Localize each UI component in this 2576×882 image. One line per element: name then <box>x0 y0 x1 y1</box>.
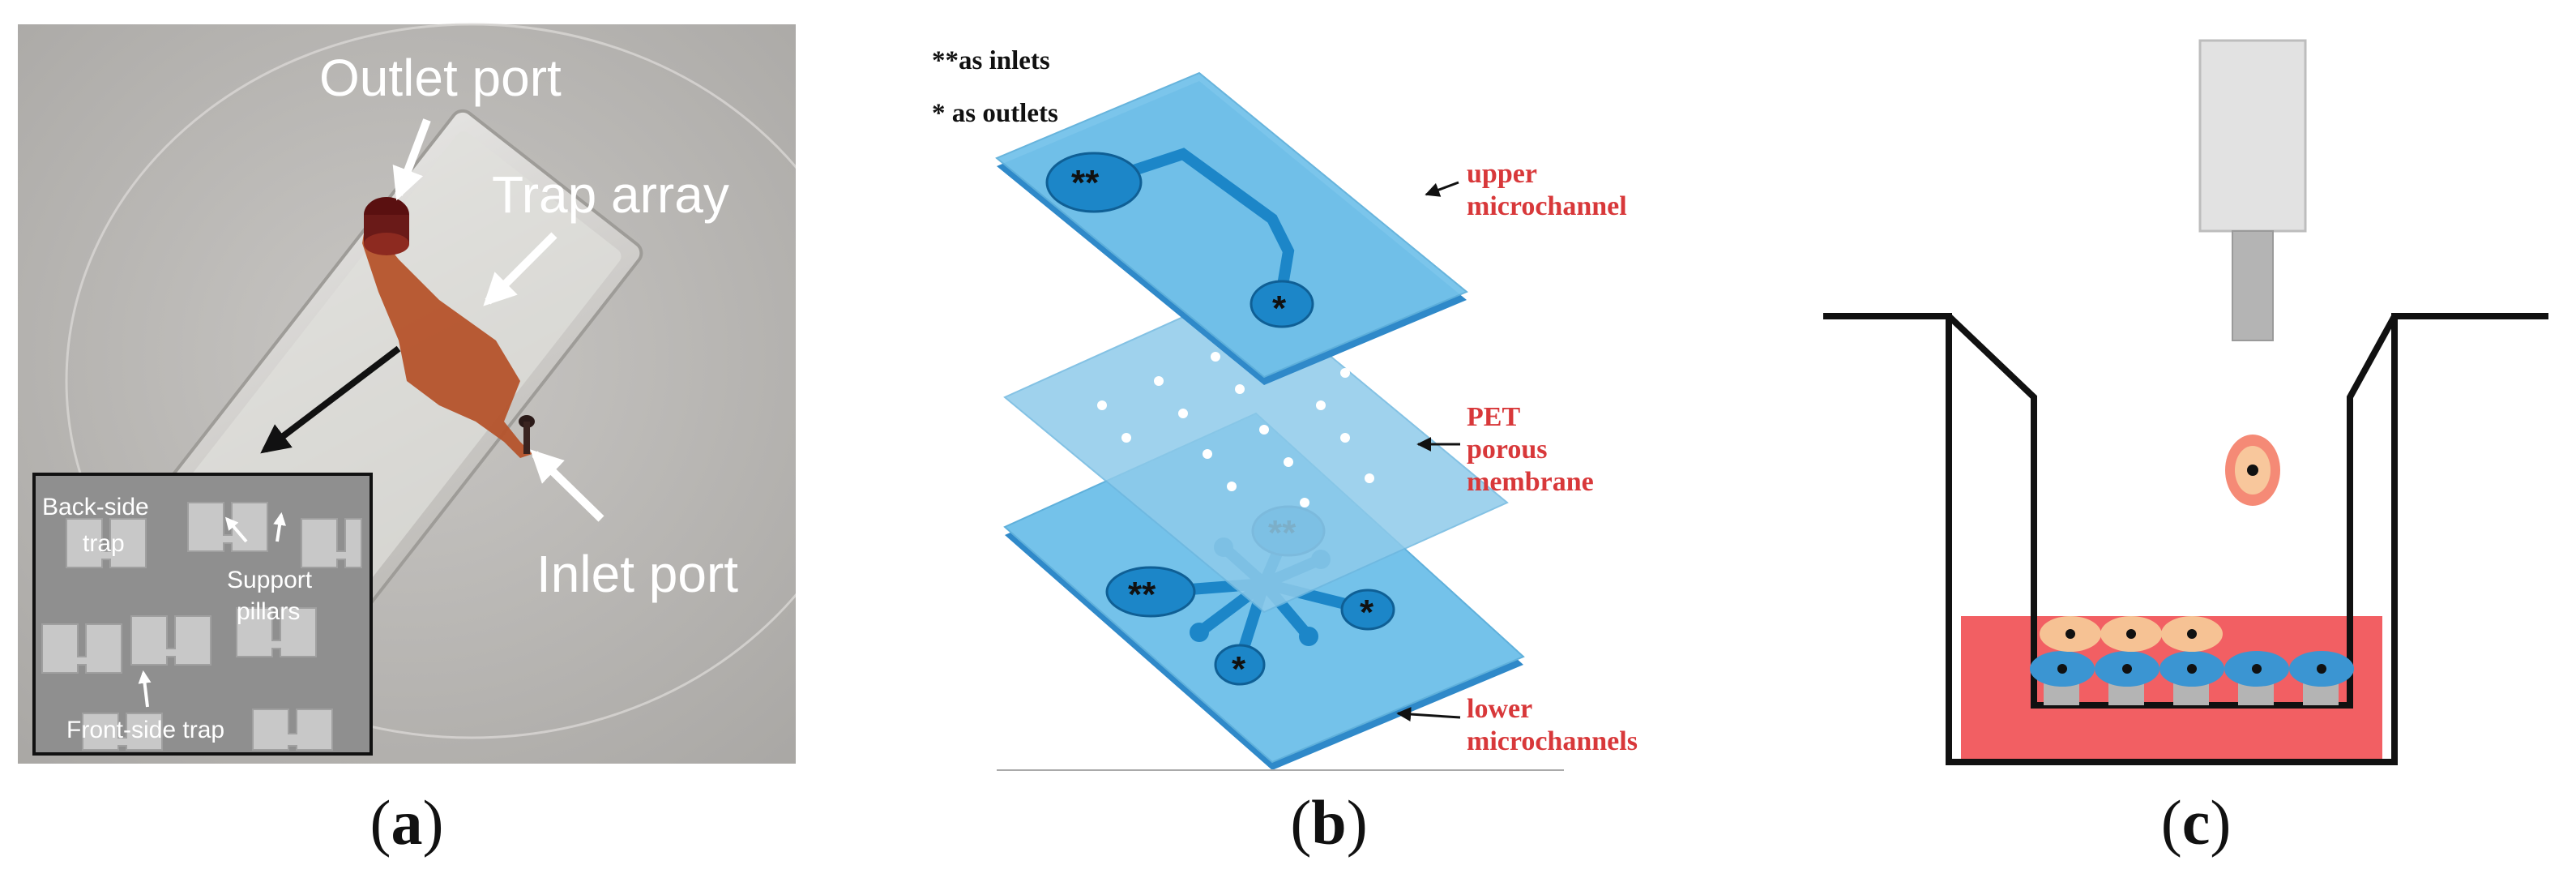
back-side-trap-label-2: trap <box>83 530 125 557</box>
caption-a: (a) <box>370 787 444 858</box>
support-pillars-label-1: Support <box>227 567 313 593</box>
panel-c <box>1823 0 2569 778</box>
inlet-port-label: Inlet port <box>536 545 738 603</box>
trap-array-label: Trap array <box>492 165 729 224</box>
blue-cell-layer <box>2030 651 2354 687</box>
lower-outlet-mark-2: * <box>1232 649 1246 689</box>
objective-body <box>2198 39 2307 233</box>
device-photo: Outlet port Trap array Inlet port Back-s… <box>18 23 796 764</box>
outer-well <box>1823 313 2548 765</box>
lower-label-1: lower <box>1467 694 1532 724</box>
back-side-trap-label-1: Back-side <box>42 494 149 520</box>
glass-disc <box>65 23 796 739</box>
outlet-arrow <box>392 118 431 201</box>
lower-outlet-mark-1: * <box>1360 593 1374 632</box>
outlet-port-label: Outlet port <box>319 49 562 107</box>
lower-inlet-mark-2: ** <box>1128 575 1156 614</box>
layer-diagram: **as inlets * as outlets <box>932 46 1638 771</box>
panel-b: **as inlets * as outlets <box>916 0 1742 778</box>
panel-a: Outlet port Trap array Inlet port Back-s… <box>18 0 796 770</box>
membrane-label-1: PET <box>1467 402 1520 432</box>
caption-b: (b) <box>1290 787 1368 858</box>
upper-inlet-mark: ** <box>1071 163 1100 203</box>
transwell-diagram <box>1823 39 2548 765</box>
legend-outlets: * as outlets <box>932 99 1058 128</box>
inset-arrow <box>260 345 401 454</box>
membrane-layer <box>1003 286 1509 614</box>
trap-array-channel <box>362 219 532 458</box>
objective-lens <box>2232 230 2274 341</box>
legend-inlets: **as inlets <box>932 46 1050 75</box>
orange-cell-layer <box>2040 616 2223 652</box>
upper-layer: ** * <box>995 71 1468 385</box>
upper-label-1: upper <box>1467 159 1537 189</box>
upper-label-2: microchannel <box>1467 191 1627 221</box>
caption-c: (c) <box>2160 787 2232 858</box>
inlet-arrow <box>530 449 604 522</box>
sem-inset: Back-side trap Support pillars Front-sid… <box>32 473 373 756</box>
membrane-label-3: membrane <box>1467 467 1594 497</box>
migrating-cell <box>2225 435 2280 506</box>
front-side-trap-label: Front-side trap <box>66 717 224 743</box>
lower-label-2: microchannels <box>1467 726 1638 756</box>
upper-outlet-mark: * <box>1272 289 1287 328</box>
membrane-label-2: porous <box>1467 435 1548 465</box>
trap-array-arrow <box>483 232 557 306</box>
support-pillars-label-2: pillars <box>237 598 300 625</box>
